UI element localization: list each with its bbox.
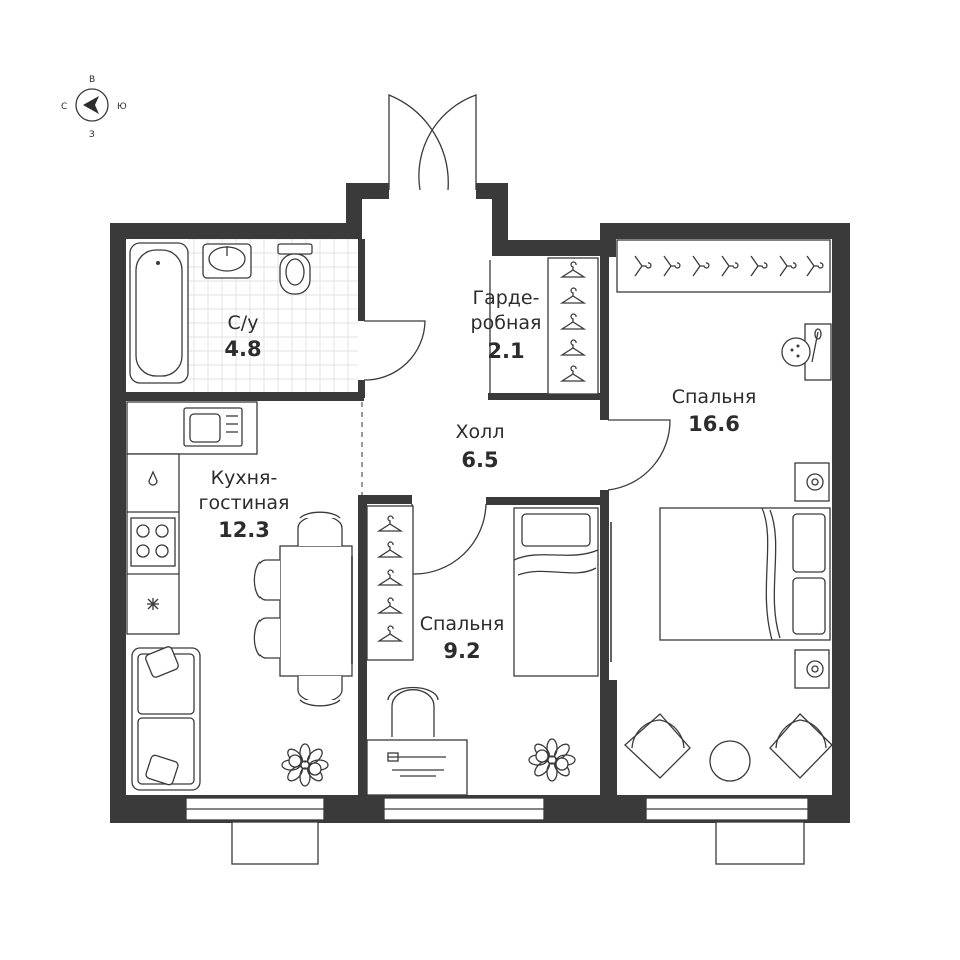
compass-west: З <box>89 130 95 140</box>
stove <box>130 517 176 567</box>
room-area: 6.5 <box>461 448 498 472</box>
fridge-icon <box>147 598 159 610</box>
bedroom-large-door <box>607 419 671 491</box>
sink <box>202 243 252 279</box>
wardrobe-closet <box>547 257 599 395</box>
compass-north: С <box>61 102 67 112</box>
room-name-line1: Кухня- <box>211 467 278 489</box>
bathroom-door <box>363 320 426 381</box>
room-label-wardrobe: Гарде- робная 2.1 <box>471 287 542 363</box>
armchairs <box>624 713 833 782</box>
room-name-line2: робная <box>471 312 542 334</box>
room-area: 16.6 <box>688 412 740 436</box>
room-name: Спальня <box>420 613 505 635</box>
room-name-line1: Гарде- <box>473 287 540 309</box>
plant-small-bedroom <box>528 738 576 782</box>
vanity <box>781 323 832 381</box>
compass-south: Ю <box>117 102 127 112</box>
room-label-bathroom: С/у 4.8 <box>224 312 261 361</box>
room-area: 4.8 <box>224 337 261 361</box>
room-name: Спальня <box>672 386 757 408</box>
room-area: 2.1 <box>487 339 524 363</box>
small-bedroom-closet <box>366 505 414 661</box>
toilet <box>277 243 313 295</box>
room-label-bedroom-small: Спальня 9.2 <box>420 613 505 663</box>
plant-kitchen <box>281 743 329 787</box>
compass-east: В <box>89 75 95 85</box>
room-label-kitchen: Кухня- гостиная 12.3 <box>199 467 290 542</box>
entrance-door <box>388 94 477 191</box>
room-label-bedroom-large: Спальня 16.6 <box>672 386 757 436</box>
room-name-line2: гостиная <box>199 492 290 514</box>
room-area: 12.3 <box>218 518 270 542</box>
dining-table <box>253 511 353 707</box>
room-name: С/у <box>228 312 259 334</box>
desk <box>366 686 468 796</box>
windows <box>185 797 809 865</box>
single-bed <box>513 507 599 677</box>
bedroom-closet <box>616 239 831 293</box>
bathtub <box>129 242 189 384</box>
bedroom-small-door <box>411 503 487 575</box>
room-area: 9.2 <box>443 639 480 663</box>
compass: С В Ю З <box>61 75 127 140</box>
sofa <box>131 646 201 791</box>
double-bed <box>659 462 831 689</box>
room-name: Холл <box>456 421 505 443</box>
room-label-hall: Холл 6.5 <box>456 421 505 472</box>
kitchen-counter <box>126 401 258 635</box>
